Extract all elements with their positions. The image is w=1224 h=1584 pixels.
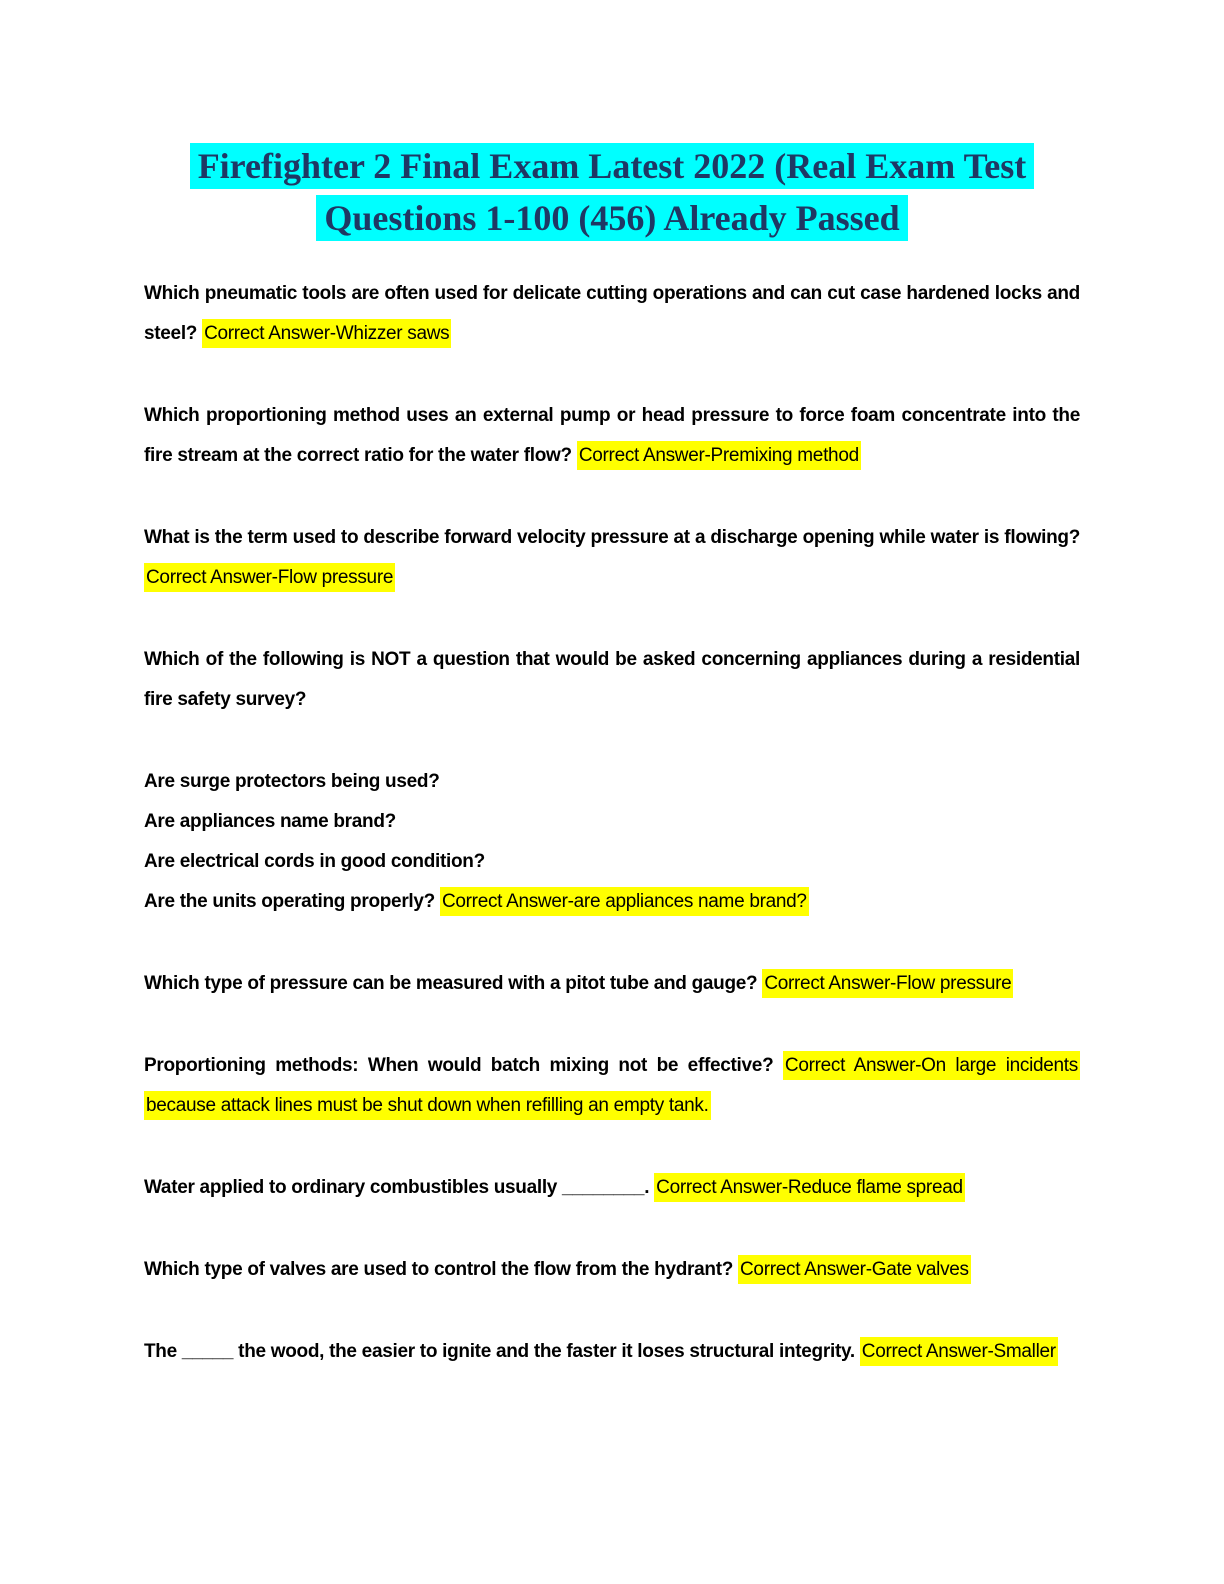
answer-highlight: Correct Answer-Premixing method: [576, 441, 861, 470]
option-line-4: Are the units operating properly? Correc…: [144, 882, 1080, 922]
question-text: Are the units operating properly?: [144, 891, 440, 912]
answer-highlight: Correct Answer-Flow pressure: [144, 563, 396, 592]
qa-block-6: Which type of pressure can be measured w…: [144, 964, 1080, 1004]
qa-block-4: Which of the following is NOT a question…: [144, 640, 1080, 720]
answer-highlight: Correct Answer-Whizzer saws: [202, 319, 452, 348]
qa-block-10: The _____ the wood, the easier to ignite…: [144, 1332, 1080, 1372]
question-text: What is the term used to describe forwar…: [144, 527, 1080, 548]
qa-block-5-options: Are surge protectors being used? Are app…: [144, 762, 1080, 922]
title-line-1: Firefighter 2 Final Exam Latest 2022 (Re…: [189, 143, 1035, 189]
title-line-2: Questions 1-100 (456) Already Passed: [316, 195, 908, 241]
option-text: Are appliances name brand?: [144, 811, 396, 832]
document-title: Firefighter 2 Final Exam Latest 2022 (Re…: [144, 140, 1080, 244]
qa-block-7: Proportioning methods: When would batch …: [144, 1046, 1080, 1126]
option-text: Are electrical cords in good condition?: [144, 851, 485, 872]
question-text: Which type of pressure can be measured w…: [144, 973, 763, 994]
qa-block-3: What is the term used to describe forwar…: [144, 518, 1080, 598]
question-text: Water applied to ordinary combustibles u…: [144, 1177, 655, 1198]
question-text: Which of the following is NOT a question…: [144, 649, 1080, 710]
question-text: Which proportioning method uses an exter…: [144, 405, 1080, 466]
question-text: Which pneumatic tools are often used for…: [144, 283, 1080, 344]
question-text: Proportioning methods: When would batch …: [144, 1055, 783, 1076]
qa-block-2: Which proportioning method uses an exter…: [144, 396, 1080, 476]
qa-block-8: Water applied to ordinary combustibles u…: [144, 1168, 1080, 1208]
title-line-2-wrap: Questions 1-100 (456) Already Passed: [144, 192, 1080, 244]
option-line-3: Are electrical cords in good condition?: [144, 842, 1080, 882]
question-text: Which type of valves are used to control…: [144, 1259, 739, 1280]
answer-highlight: Correct Answer-are appliances name brand…: [439, 887, 809, 916]
title-line-1-wrap: Firefighter 2 Final Exam Latest 2022 (Re…: [144, 140, 1080, 192]
answer-highlight: Correct Answer-Flow pressure: [762, 969, 1014, 998]
option-line-1: Are surge protectors being used?: [144, 762, 1080, 802]
qa-block-1: Which pneumatic tools are often used for…: [144, 274, 1080, 354]
answer-highlight: Correct Answer-Smaller: [859, 1337, 1058, 1366]
qa-block-9: Which type of valves are used to control…: [144, 1250, 1080, 1290]
question-text: The _____ the wood, the easier to ignite…: [144, 1341, 860, 1362]
answer-highlight: Correct Answer-Reduce flame spread: [654, 1173, 965, 1202]
answer-highlight: Correct Answer-Gate valves: [738, 1255, 971, 1284]
option-line-2: Are appliances name brand?: [144, 802, 1080, 842]
option-text: Are surge protectors being used?: [144, 771, 440, 792]
